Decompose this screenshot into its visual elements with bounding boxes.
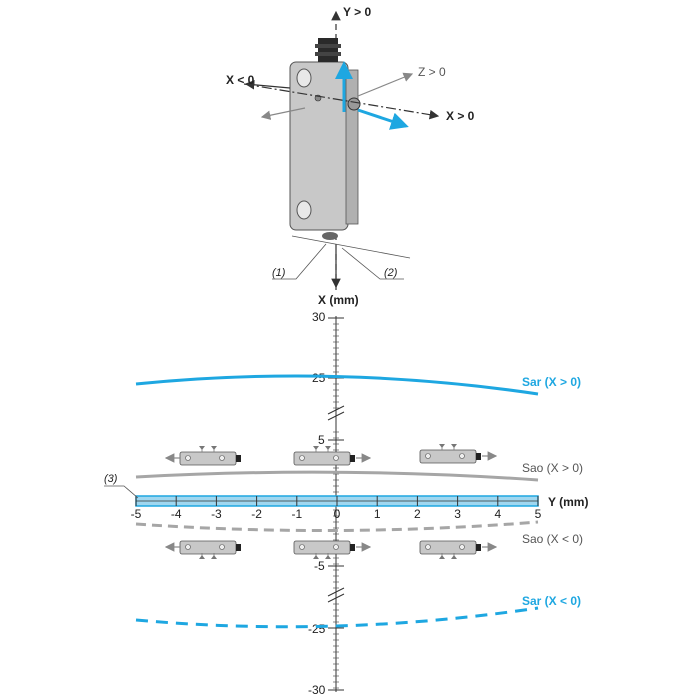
mini-sensor	[164, 540, 241, 559]
x-axis-title: X (mm)	[318, 293, 359, 307]
sar-pos-curve	[135, 374, 539, 396]
sensor-figure: Y > 0 X < 0 X > 0 Z > 0 (1) (2)	[226, 5, 475, 290]
callout-3-leader	[104, 485, 139, 499]
y-tick-label: 3	[454, 507, 461, 521]
mini-sensor-connector	[236, 544, 241, 551]
axis-break-top	[327, 405, 345, 421]
mini-sensor	[293, 540, 372, 559]
mini-sensor	[419, 444, 498, 464]
mini-sensor-hole	[459, 544, 465, 550]
connector-ring	[315, 52, 341, 56]
mini-sensor-connector	[350, 455, 355, 462]
y-axis-title: Y (mm)	[548, 495, 588, 509]
axis-break-bottom	[327, 587, 345, 603]
sensor-side-face	[345, 69, 359, 225]
sensing-face	[347, 97, 361, 111]
bottom-hole	[322, 232, 338, 240]
callout-1-leader	[272, 243, 327, 280]
callout-1: (1)	[272, 267, 286, 279]
mini-sensor	[164, 446, 241, 466]
mini-sensor-hole	[219, 544, 225, 550]
y-tick-label: -1	[291, 507, 302, 521]
mini-sensor-connector	[476, 544, 481, 551]
mini-sensor-hole	[333, 544, 339, 550]
callout-3: (3)	[104, 473, 118, 485]
mini-sensor-hole	[299, 544, 305, 550]
mounting-hole-top	[296, 68, 312, 88]
y-pos-label: Y > 0	[343, 5, 371, 19]
mini-sensor-hole	[425, 544, 431, 550]
connector-ring	[315, 44, 341, 48]
callout-2: (2)	[384, 267, 398, 279]
connector	[318, 38, 338, 62]
mini-sensor-hole	[185, 544, 191, 550]
mini-sensor-hole	[333, 455, 339, 461]
y-tick-label: -2	[251, 507, 262, 521]
z-axis-arrow	[357, 72, 414, 97]
x-pos-label: X > 0	[446, 109, 475, 123]
mini-sensor-connector	[476, 453, 481, 460]
y-tick-label: 1	[374, 507, 381, 521]
x-tick-25: 25	[312, 371, 326, 385]
x-axis-minor-ticks	[328, 317, 344, 691]
reference-line	[291, 235, 411, 259]
z-pos-label: Z > 0	[418, 65, 446, 79]
callout-2-leader	[341, 247, 404, 280]
y-tick-label: -4	[171, 507, 182, 521]
mini-sensor-hole	[219, 455, 225, 461]
y-tick-label: 2	[414, 507, 421, 521]
y-tick-label: 4	[494, 507, 501, 521]
x-tick-30: 30	[312, 310, 326, 324]
y-axis-ticks: -5 -4 -3 -2 -1 0 1 2 3 4 5	[131, 496, 542, 521]
x-tick-5: 5	[318, 433, 325, 447]
sao-pos-label: Sao (X > 0)	[522, 461, 583, 475]
sensor-position-illustrations	[164, 444, 498, 559]
mini-sensor-hole	[425, 453, 431, 459]
sao-pos-curve	[135, 470, 539, 482]
sensor-x-neg-arrow	[244, 79, 291, 90]
y-tick-label: 0	[334, 507, 341, 521]
sar-neg-label: Sar (X < 0)	[522, 594, 581, 608]
y-tick-label: 5	[535, 507, 542, 521]
sar-neg-curve	[135, 606, 539, 629]
mini-sensor-connector	[350, 544, 355, 551]
y-tick-label: -3	[211, 507, 222, 521]
sao-neg-label: Sao (X < 0)	[522, 532, 583, 546]
mini-sensor-hole	[299, 455, 305, 461]
mini-sensor	[293, 446, 372, 466]
x-tick-minus-30: -30	[308, 683, 326, 697]
sensor-x-axis-line	[243, 83, 440, 120]
x-neg-label: X < 0	[226, 73, 255, 87]
sar-pos-label: Sar (X > 0)	[522, 375, 581, 389]
x-tick-minus-25: -25	[308, 622, 326, 636]
range-graph: 30 25 5 -5 -25 -30 X (mm) -5 -4 -3 -2 -1 0 1 2 3…	[104, 293, 588, 697]
sao-neg-curve	[135, 520, 539, 533]
mounting-hole-bottom	[296, 200, 312, 220]
mini-sensor	[419, 540, 498, 559]
mini-sensor-hole	[185, 455, 191, 461]
x-tick-minus-5: -5	[314, 559, 325, 573]
y-tick-label: -5	[131, 507, 142, 521]
mini-sensor-connector	[236, 455, 241, 462]
blue-arrow-right	[357, 108, 409, 130]
mini-sensor-hole	[459, 453, 465, 459]
lateral-arrow-left	[260, 107, 306, 120]
